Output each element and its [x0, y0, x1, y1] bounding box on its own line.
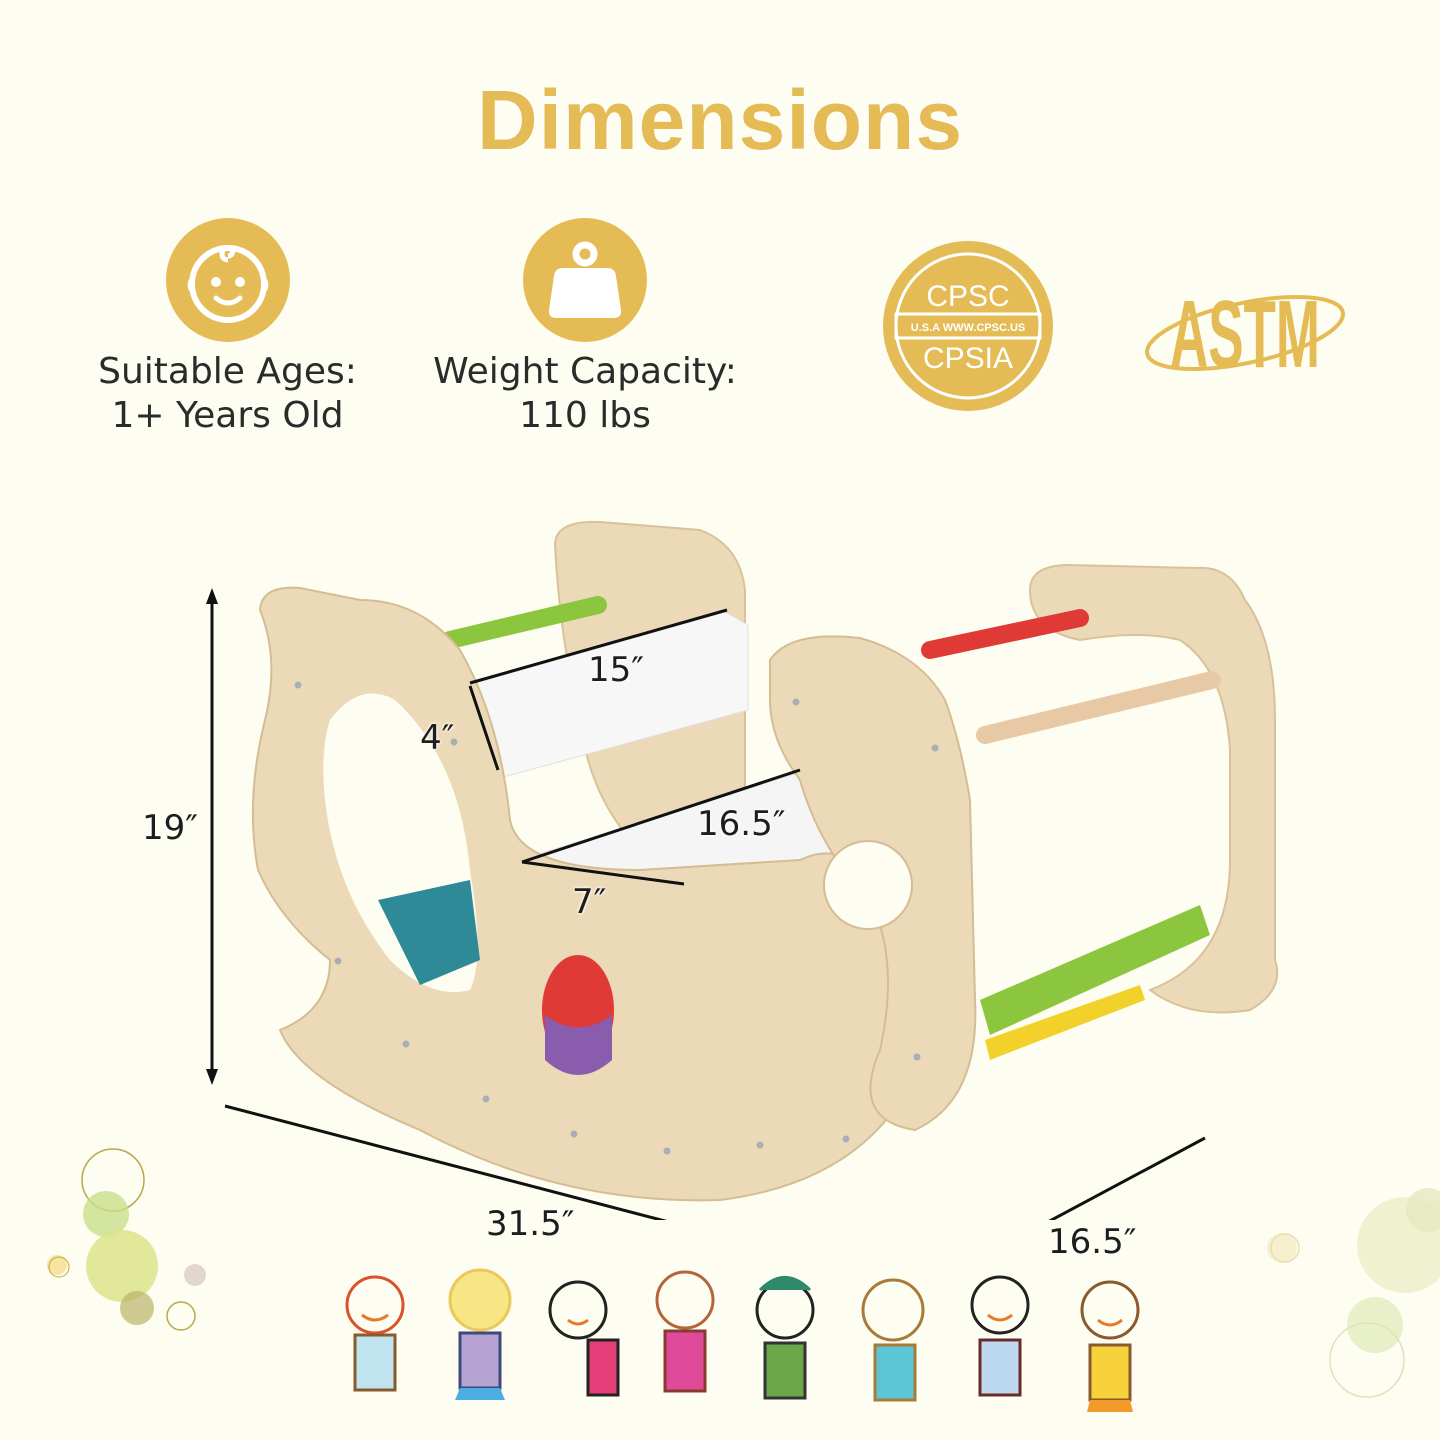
- dimension-seat-width: 16.5″: [697, 804, 786, 844]
- feature-weight-capacity: Weight Capacity: 110 lbs: [415, 218, 755, 438]
- cpsc-badge: CPSC U.S.A WWW.CPSC.US CPSIA: [882, 240, 1054, 412]
- feature-ages-value: 1+ Years Old: [111, 395, 344, 436]
- dimension-seat-depth: 7″: [572, 882, 607, 922]
- svg-text:CPSC: CPSC: [926, 280, 1009, 313]
- dimension-backrest-width: 15″: [588, 650, 644, 690]
- astm-badge: ASTM: [1140, 255, 1350, 405]
- svg-text:CPSIA: CPSIA: [923, 342, 1013, 375]
- page-title: Dimensions: [476, 73, 964, 167]
- decorative-bubbles-right: [1240, 1170, 1440, 1440]
- decorative-bubbles-left: [0, 1120, 300, 1360]
- baby-face-icon: [165, 218, 290, 342]
- feature-weight-label: Weight Capacity:: [433, 351, 737, 392]
- dimension-backrest-height: 4″: [420, 718, 455, 758]
- dimension-height: 19″: [142, 808, 198, 848]
- product-image-rocker: [0, 500, 1440, 1220]
- dimension-width: 16.5″: [1048, 1222, 1137, 1262]
- feature-suitable-ages: Suitable Ages: 1+ Years Old: [70, 218, 385, 438]
- weight-icon: [523, 218, 647, 342]
- svg-text:U.S.A WWW.CPSC.US: U.S.A WWW.CPSC.US: [911, 322, 1025, 334]
- kids-illustration: [320, 1255, 1200, 1440]
- feature-ages-label: Suitable Ages:: [98, 351, 357, 392]
- svg-text:ASTM: ASTM: [1170, 281, 1320, 388]
- dimension-length: 31.5″: [486, 1204, 575, 1244]
- feature-weight-value: 110 lbs: [519, 395, 651, 436]
